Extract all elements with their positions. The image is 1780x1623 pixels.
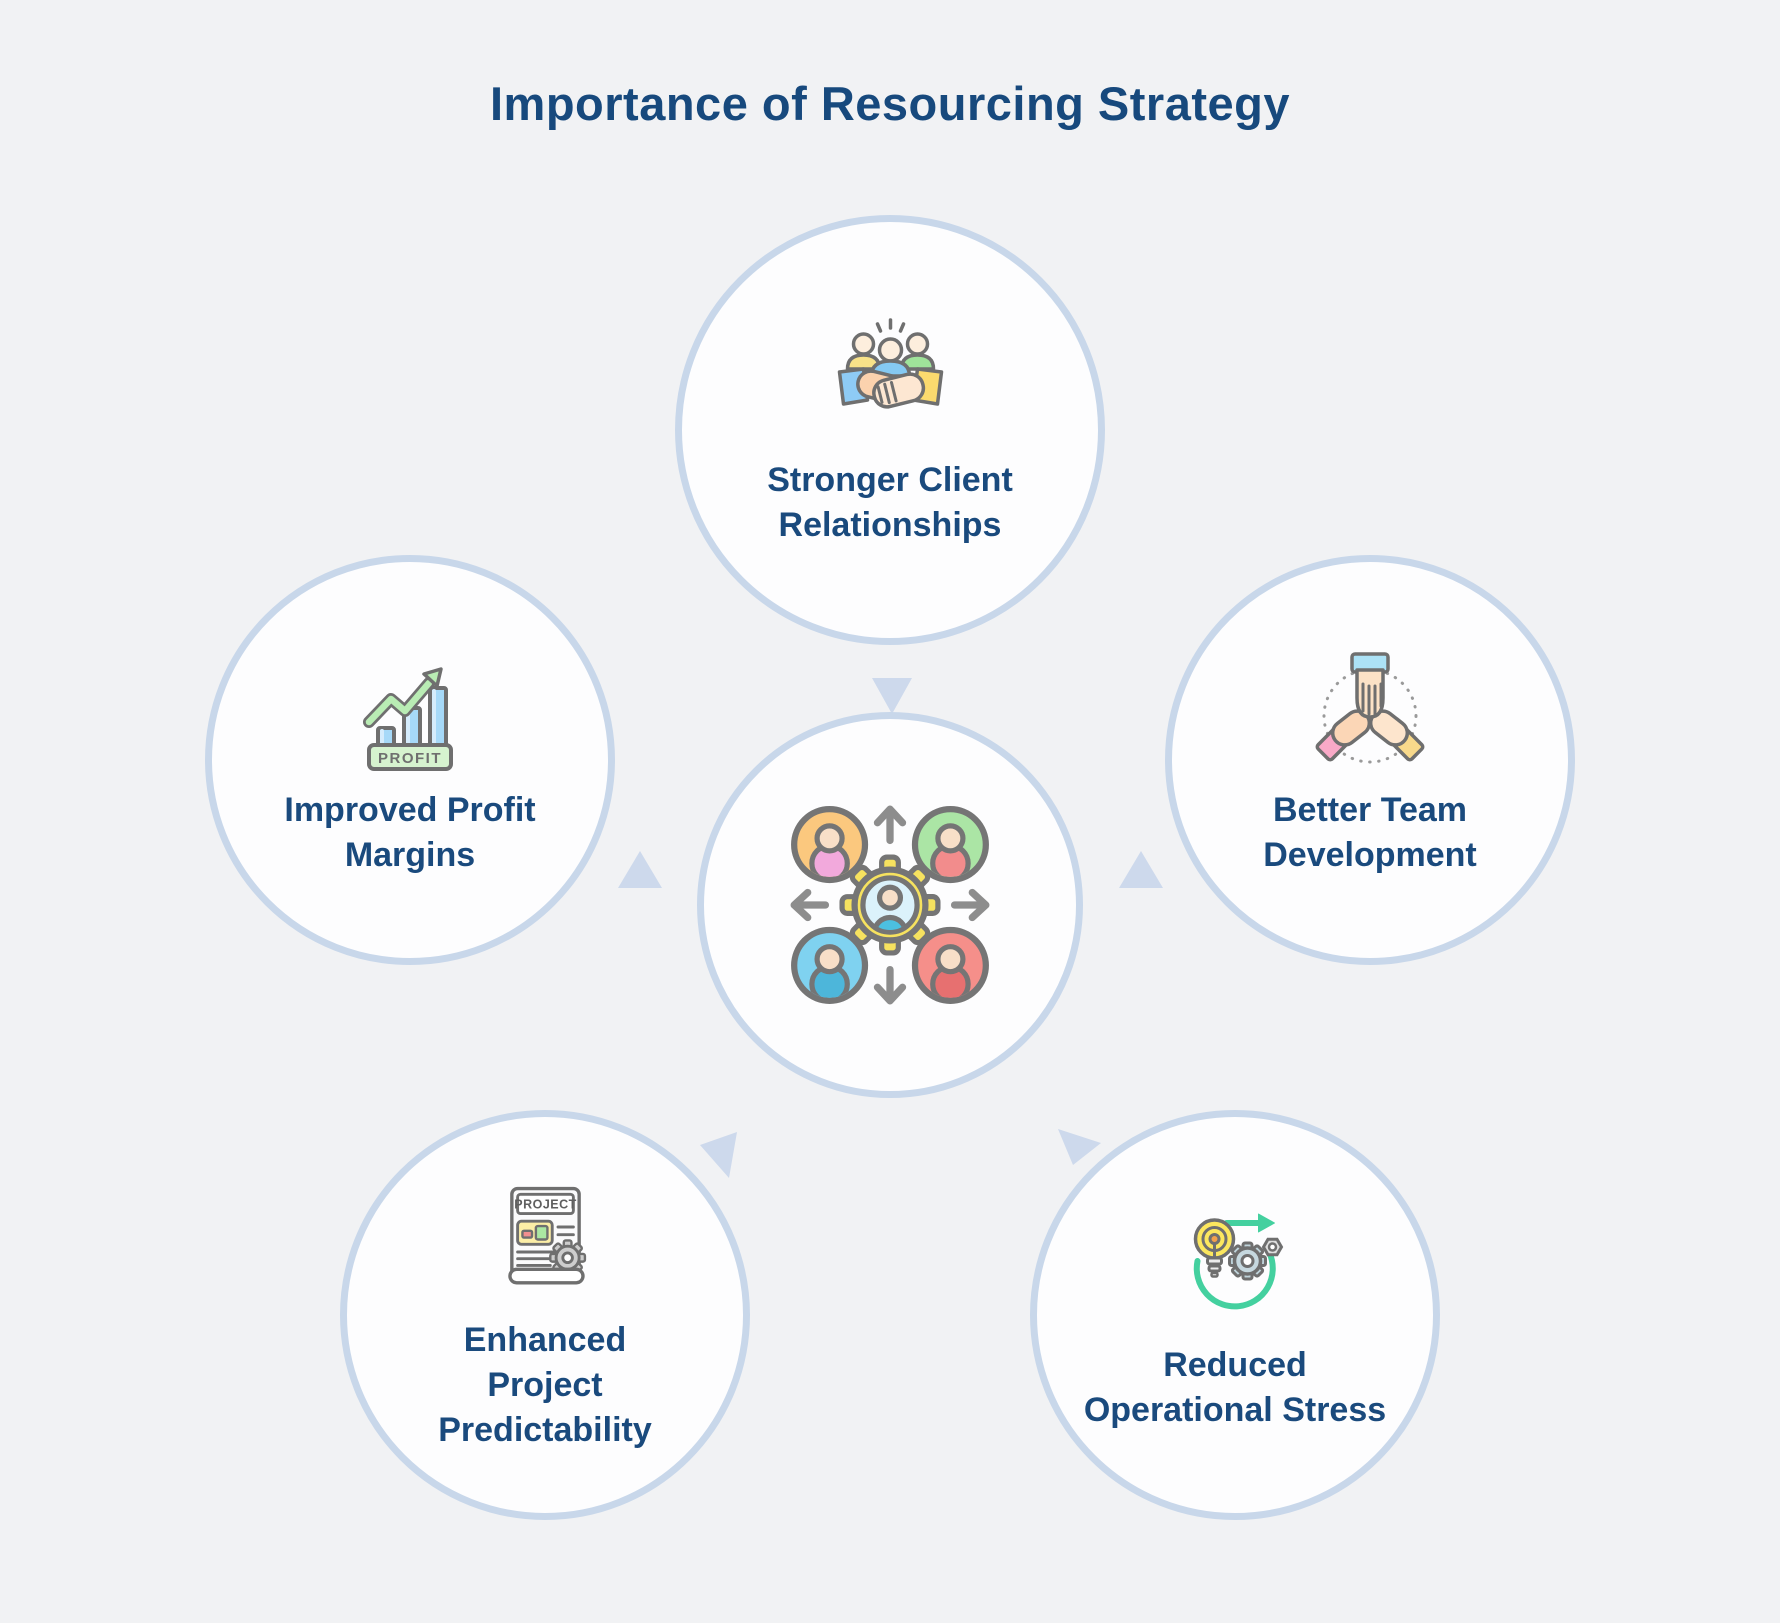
bulb-icon <box>1193 1218 1235 1278</box>
top-arm <box>1350 652 1390 719</box>
hex-nut-icon <box>1261 1237 1283 1257</box>
node-label: Enhanced Project Predictability <box>438 1321 652 1449</box>
node-stronger-client-relationships: Stronger Client Relationships <box>675 215 1105 645</box>
project-header-text: PROJECT <box>514 1198 576 1212</box>
avatar-red <box>911 926 989 1004</box>
team-hands-icon <box>1315 652 1425 764</box>
resource-allocation-icon <box>790 805 990 1005</box>
node-label: Stronger Client Relationships <box>767 461 1013 544</box>
direction-arrows-icon <box>790 805 990 1005</box>
node-label: Better Team Development <box>1263 791 1477 874</box>
avatar-orange <box>791 806 869 884</box>
avatar-green <box>911 806 989 884</box>
center-gear-icon <box>839 854 941 956</box>
node-center <box>697 712 1083 1098</box>
node-better-team-development: Better Team Development <box>1165 555 1575 965</box>
idea-process-icon <box>1193 1213 1283 1310</box>
node-label: Reduced Operational Stress <box>1083 1346 1387 1429</box>
spark-lines <box>875 318 905 333</box>
flow-triangle-left <box>618 851 662 888</box>
cycle-arrow <box>1193 1250 1276 1310</box>
node-label: Improved Profit Margins <box>284 791 536 874</box>
flow-triangle-top <box>872 678 912 714</box>
avatar-blue <box>791 926 869 1004</box>
profit-chart-icon: PROFIT <box>363 667 453 772</box>
project-document-icon: PROJECT <box>507 1187 586 1285</box>
process-gear-icon <box>1227 1241 1267 1281</box>
flow-triangle-bottom-right <box>1058 1129 1101 1165</box>
node-enhanced-project-predictability: PROJECT <box>340 1110 750 1520</box>
node-reduced-operational-stress: Reduced Operational Stress <box>1030 1110 1440 1520</box>
arrow-head <box>1257 1213 1275 1233</box>
profit-badge-text: PROFIT <box>378 750 442 767</box>
node-improved-profit-margins: PROFIT Improved Profit Margins <box>205 555 615 965</box>
flow-triangle-bottom-left <box>700 1132 737 1178</box>
client-handshake-icon <box>837 318 943 409</box>
flow-triangle-right <box>1119 851 1163 888</box>
page-title: Importance of Resourcing Strategy <box>490 77 1290 130</box>
